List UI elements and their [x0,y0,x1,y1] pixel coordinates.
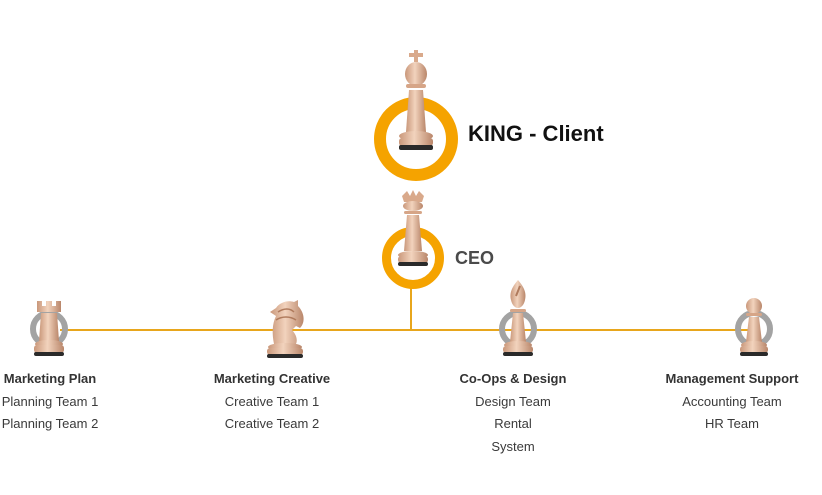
team-item: Planning Team 1 [1,393,99,409]
chess-pawn-icon [740,298,768,356]
team-item: Design Team [475,393,551,409]
department-title: Marketing Creative [213,371,331,386]
department-title: Co-Ops & Design [459,371,567,386]
department-title: Management Support [665,371,799,386]
department-co-ops-design: Co-Ops & Design Design Team Rental Syste… [423,368,603,458]
team-item: HR Team [705,416,759,431]
chess-queen-icon [398,190,428,266]
king-label: KING - Client [468,121,604,146]
team-item: Creative Team 2 [224,416,320,431]
team-item: Planning Team 2 [1,416,99,431]
team-item: Creative Team 1 [224,393,320,409]
department-marketing-plan: Marketing Plan Planning Team 1 Planning … [0,368,140,436]
connector-vertical [410,286,412,331]
ceo-label: CEO [455,248,495,268]
chess-knight-icon [267,300,304,358]
chess-rook-icon [34,301,64,356]
team-item: Rental [494,416,532,431]
chess-bishop-icon [503,280,533,356]
team-item: Accounting Team [682,393,782,409]
department-management-support: Management Support Accounting Team HR Te… [642,368,822,436]
team-item: System [491,438,535,454]
department-marketing-creative: Marketing Creative Creative Team 1 Creat… [182,368,362,436]
connector-horizontal [60,329,754,331]
chess-king-icon [399,50,433,150]
department-title: Marketing Plan [3,371,97,386]
